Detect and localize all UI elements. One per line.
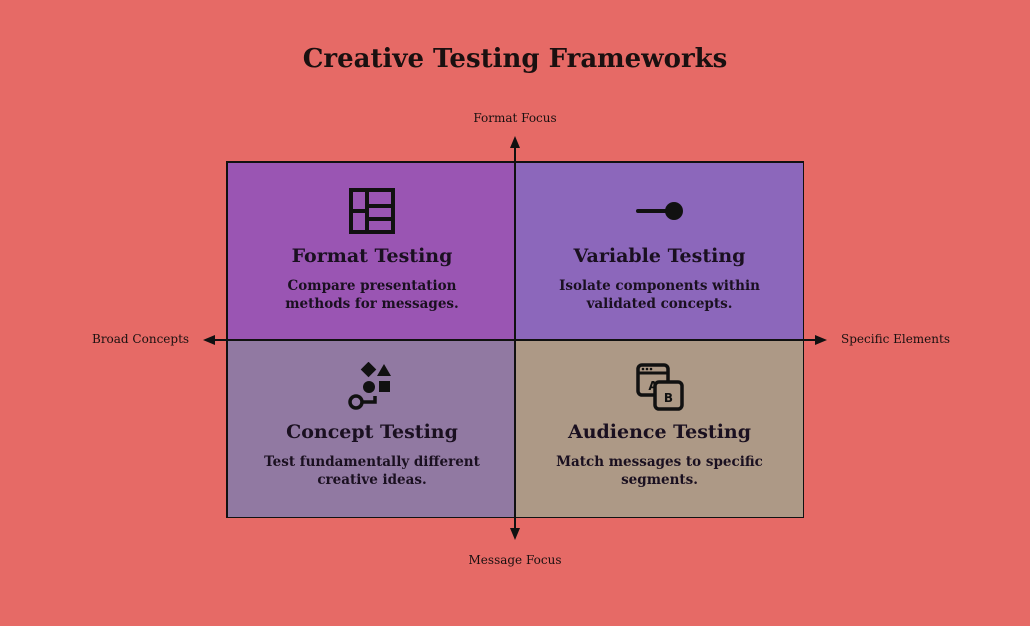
quadrant-title: Format Testing	[291, 245, 453, 267]
page-title: Creative Testing Frameworks	[302, 44, 728, 74]
quadrant-description: Test fundamentally different creative id…	[264, 454, 480, 488]
axis-label-bottom: Message Focus	[468, 553, 562, 567]
quadrant-description: Isolate components within validated conc…	[559, 278, 760, 312]
layout-grid-icon	[346, 185, 398, 237]
quadrant-format-testing: Format Testing Compare presentation meth…	[228, 163, 516, 341]
quadrant-audience-testing: A B Audience Testing Match messages to s…	[516, 341, 803, 517]
arrow-down-icon	[510, 528, 520, 540]
quadrant-title: Variable Testing	[573, 245, 746, 267]
quadrant-grid: Format Testing Compare presentation meth…	[226, 161, 804, 518]
quadrant-description: Match messages to specific segments.	[556, 454, 763, 488]
ab-test-icon: A B	[634, 361, 686, 413]
arrow-right-icon	[815, 335, 827, 345]
svg-text:B: B	[663, 391, 672, 405]
quadrant-variable-testing: Variable Testing Isolate components with…	[516, 163, 803, 341]
axis-label-right: Specific Elements	[841, 332, 950, 346]
quadrant-description: Compare presentation methods for message…	[285, 278, 459, 312]
quadrant-title: Concept Testing	[286, 421, 458, 443]
axis-label-top: Format Focus	[473, 111, 557, 125]
axis-label-left: Broad Concepts	[92, 332, 190, 346]
quadrant-title: Audience Testing	[567, 421, 752, 443]
quadrant-concept-testing: Concept Testing Test fundamentally diffe…	[228, 341, 516, 517]
toggle-dot-icon	[634, 185, 686, 237]
arrow-left-icon	[203, 335, 215, 345]
shapes-key-icon	[346, 361, 398, 413]
arrow-up-icon	[510, 136, 520, 148]
